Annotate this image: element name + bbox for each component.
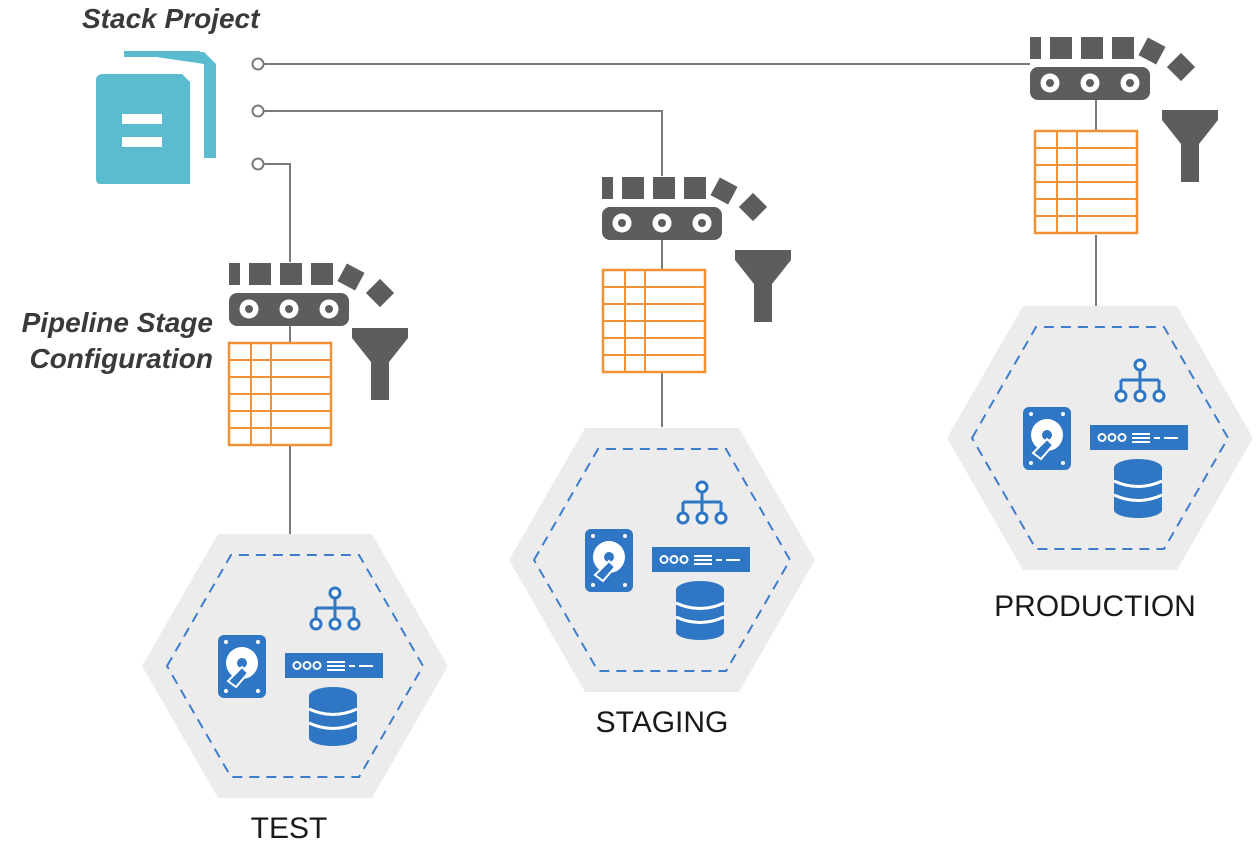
connector-test bbox=[264, 163, 291, 262]
production-stage bbox=[1030, 37, 1218, 235]
staging-stage bbox=[601, 177, 791, 374]
config-table-icon bbox=[601, 268, 707, 374]
config-label-line1: Pipeline Stage bbox=[22, 307, 213, 338]
connector-lines bbox=[264, 63, 1097, 535]
config-table-icon bbox=[227, 341, 333, 447]
document-stack-icon bbox=[96, 51, 216, 184]
env-test bbox=[140, 532, 450, 800]
test-stage bbox=[227, 263, 408, 447]
env-label-production: PRODUCTION bbox=[994, 590, 1196, 623]
conveyor-belt-icon bbox=[1030, 37, 1196, 100]
conveyor-belt-icon bbox=[602, 177, 768, 240]
project-label: Stack Project bbox=[82, 3, 261, 34]
funnel-icon bbox=[735, 250, 791, 322]
conveyor-belt-icon bbox=[229, 263, 395, 326]
config-table-icon bbox=[1033, 129, 1139, 235]
environment-hexagon bbox=[507, 426, 817, 694]
env-staging bbox=[507, 426, 817, 694]
environment-hexagon bbox=[945, 304, 1255, 572]
connector-staging bbox=[264, 110, 663, 176]
environment-hexagon bbox=[140, 532, 450, 800]
env-label-staging: STAGING bbox=[596, 706, 729, 739]
env-label-test: TEST bbox=[251, 812, 328, 845]
config-label-line2: Configuration bbox=[29, 343, 213, 374]
connector-terminals bbox=[251, 57, 265, 171]
funnel-icon bbox=[352, 328, 408, 400]
env-production bbox=[945, 304, 1255, 572]
terminal-staging bbox=[251, 104, 265, 118]
terminal-production bbox=[251, 57, 265, 71]
terminal-test bbox=[251, 157, 265, 171]
funnel-icon bbox=[1162, 110, 1218, 182]
